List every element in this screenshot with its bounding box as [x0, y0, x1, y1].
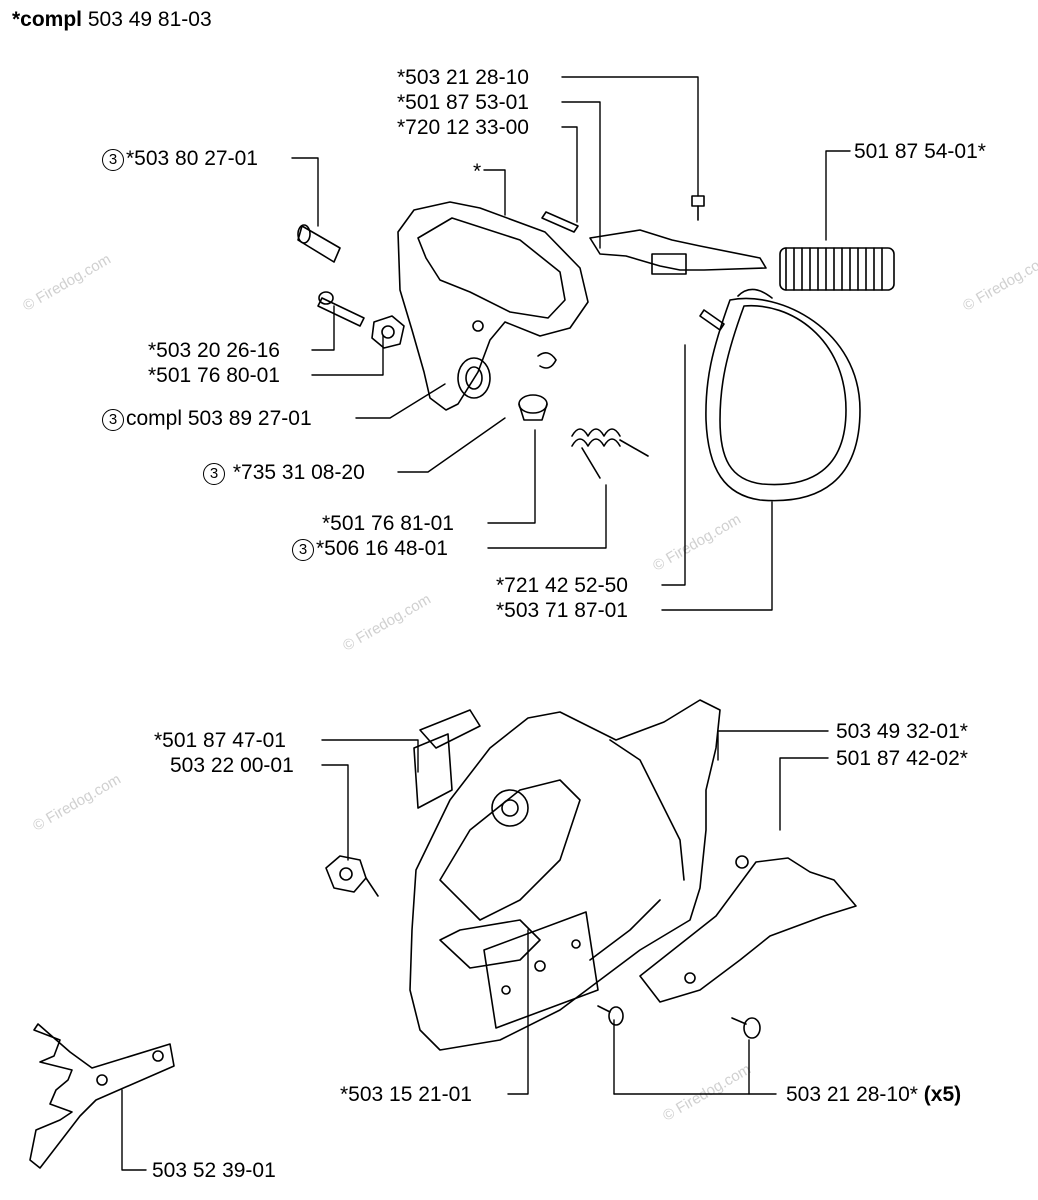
assembly-title-prefix: *compl — [12, 8, 83, 31]
callout-label: 503 49 32-01* — [836, 720, 968, 743]
clip-part — [537, 352, 557, 369]
callout-label: 503 22 00-01 — [170, 754, 294, 777]
kit-marker-icon: 3 — [102, 409, 124, 431]
kit-marker-icon: 3 — [203, 463, 225, 485]
screw-nut-parts — [317, 291, 405, 349]
bar-plate-part — [483, 911, 599, 1029]
coil-spring-part — [779, 247, 895, 291]
assembly-title: *compl 503 49 81-03 — [12, 8, 212, 32]
callout-label: *501 87 47-01 — [154, 729, 286, 752]
callout-label: *501 76 81-01 — [322, 512, 454, 535]
callout-label: *503 20 26-16 — [148, 339, 280, 362]
leader-lines-top — [291, 76, 851, 611]
callout-label: 503 52 39-01 — [152, 1159, 276, 1182]
callout-label: 3 *735 31 08-20 — [203, 461, 365, 485]
kit-marker-icon: 3 — [102, 149, 124, 171]
callout-label: *720 12 33-00 — [397, 116, 529, 139]
sleeve-part — [297, 224, 341, 263]
brake-band-part — [699, 288, 861, 502]
callout-label: *501 87 53-01 — [397, 91, 529, 114]
leader-lines-bottom — [121, 730, 829, 1171]
callout-label: 501 87 42-02* — [836, 747, 968, 770]
torsion-spring-part — [571, 428, 649, 479]
clutch-cover-part — [409, 699, 721, 1051]
guard-plate-part — [639, 855, 857, 1003]
nut-part — [325, 855, 379, 897]
guide-part — [413, 709, 481, 809]
screw-parts — [597, 1005, 761, 1039]
assembly-title-part: 503 49 81-03 — [87, 8, 212, 31]
callout-label: *721 42 52-50 — [496, 574, 628, 597]
kit-marker-icon: 3 — [292, 539, 314, 561]
quantity-note: (x5) — [923, 1083, 962, 1106]
callout-label: 501 87 54-01* — [854, 140, 986, 163]
bushing-part — [518, 394, 548, 421]
brake-lever-part — [541, 195, 767, 275]
hand-guard-part — [397, 201, 589, 411]
callout-label: *503 71 87-01 — [496, 599, 628, 622]
callout-label: *503 21 28-10 — [397, 66, 529, 89]
bumper-spike-part — [29, 1023, 175, 1169]
callout-label: *501 76 80-01 — [148, 364, 280, 387]
callout-label: *503 15 21-01 — [340, 1083, 472, 1106]
callout-label: * — [473, 160, 482, 183]
callout-label: 3*506 16 48-01 — [292, 537, 448, 561]
callout-label: 503 21 28-10* (x5) — [786, 1083, 962, 1106]
callout-label: 3*503 80 27-01 — [102, 147, 258, 171]
